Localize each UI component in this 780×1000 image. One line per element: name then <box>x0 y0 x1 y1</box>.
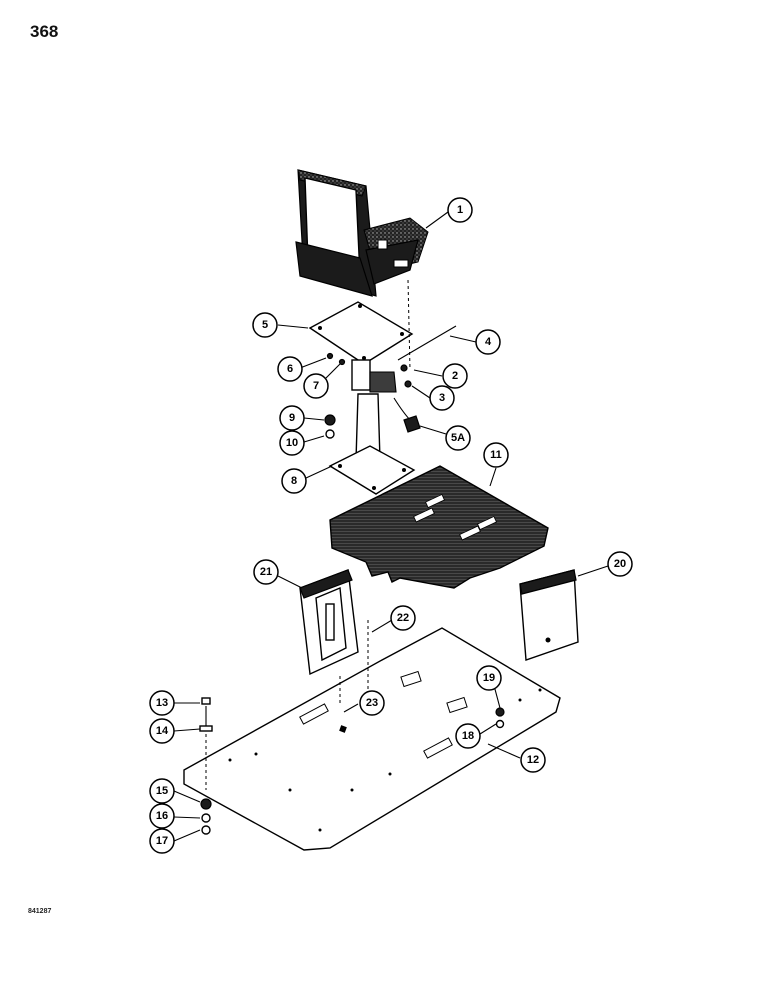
svg-text:14: 14 <box>156 725 169 737</box>
callout-1: 1 <box>447 197 473 223</box>
callout-21: 21 <box>253 559 279 585</box>
svg-text:7: 7 <box>313 380 319 392</box>
svg-text:22: 22 <box>397 612 409 624</box>
svg-text:1: 1 <box>457 204 463 216</box>
svg-text:6: 6 <box>287 363 293 375</box>
svg-text:8: 8 <box>291 475 297 487</box>
callout-10: 10 <box>279 430 305 456</box>
page-number: 368 <box>30 22 59 41</box>
drawing-code: 841287 <box>28 908 52 915</box>
svg-text:18: 18 <box>462 730 474 742</box>
svg-text:16: 16 <box>156 810 168 822</box>
callout-23: 23 <box>359 690 385 716</box>
floor-mat <box>329 465 549 589</box>
svg-text:13: 13 <box>156 697 168 709</box>
callout-14: 14 <box>149 718 175 744</box>
callout-5: 5 <box>252 312 278 338</box>
callout-11: 11 <box>483 442 509 468</box>
svg-text:12: 12 <box>527 754 539 766</box>
svg-text:23: 23 <box>366 697 378 709</box>
svg-text:5A: 5A <box>451 432 465 444</box>
svg-text:17: 17 <box>156 835 168 847</box>
callout-17: 17 <box>149 828 175 854</box>
seat-assembly <box>295 169 429 297</box>
callout-6: 6 <box>277 356 303 382</box>
callout-16: 16 <box>149 803 175 829</box>
callout-9: 9 <box>279 405 305 431</box>
callout-8: 8 <box>281 468 307 494</box>
svg-text:3: 3 <box>439 392 445 404</box>
callout-13: 13 <box>149 690 175 716</box>
leader-lines <box>173 211 609 842</box>
callout-2: 2 <box>442 363 468 389</box>
svg-text:11: 11 <box>490 449 502 461</box>
callout-20: 20 <box>607 551 633 577</box>
callout-15: 15 <box>149 778 175 804</box>
floor-plate <box>183 627 561 851</box>
callout-3: 3 <box>429 385 455 411</box>
svg-text:20: 20 <box>614 558 626 570</box>
svg-text:2: 2 <box>452 370 458 382</box>
svg-text:5: 5 <box>262 319 268 331</box>
callout-22: 22 <box>390 605 416 631</box>
seat-mount-parts <box>308 279 457 495</box>
callout-18: 18 <box>455 723 481 749</box>
brackets <box>299 569 579 676</box>
svg-text:4: 4 <box>485 336 492 348</box>
svg-text:15: 15 <box>156 785 168 797</box>
svg-text:10: 10 <box>286 437 298 449</box>
svg-text:21: 21 <box>260 566 272 578</box>
svg-text:19: 19 <box>483 672 495 684</box>
callout-5a: 5A <box>445 425 471 451</box>
callout-7: 7 <box>303 373 329 399</box>
svg-text:9: 9 <box>289 412 295 424</box>
callout-19: 19 <box>476 665 502 691</box>
callout-4: 4 <box>475 329 501 355</box>
callout-12: 12 <box>520 747 546 773</box>
